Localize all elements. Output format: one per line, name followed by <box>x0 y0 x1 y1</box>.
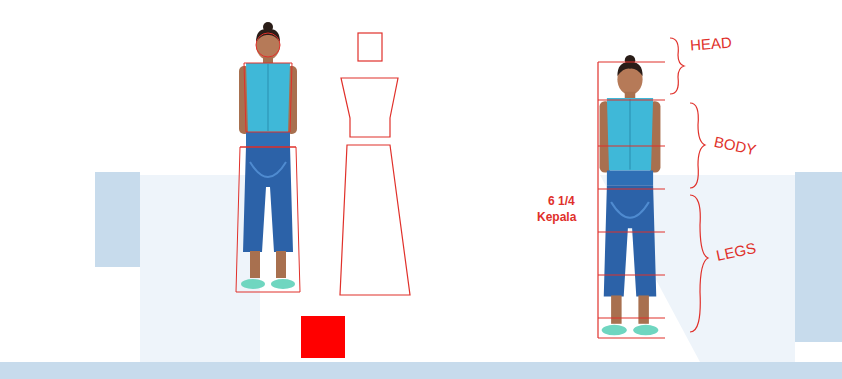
measure-label: 6 1/4 <box>548 195 575 207</box>
measure-label: Kepala <box>537 211 576 223</box>
part-label: HEAD <box>690 35 733 53</box>
